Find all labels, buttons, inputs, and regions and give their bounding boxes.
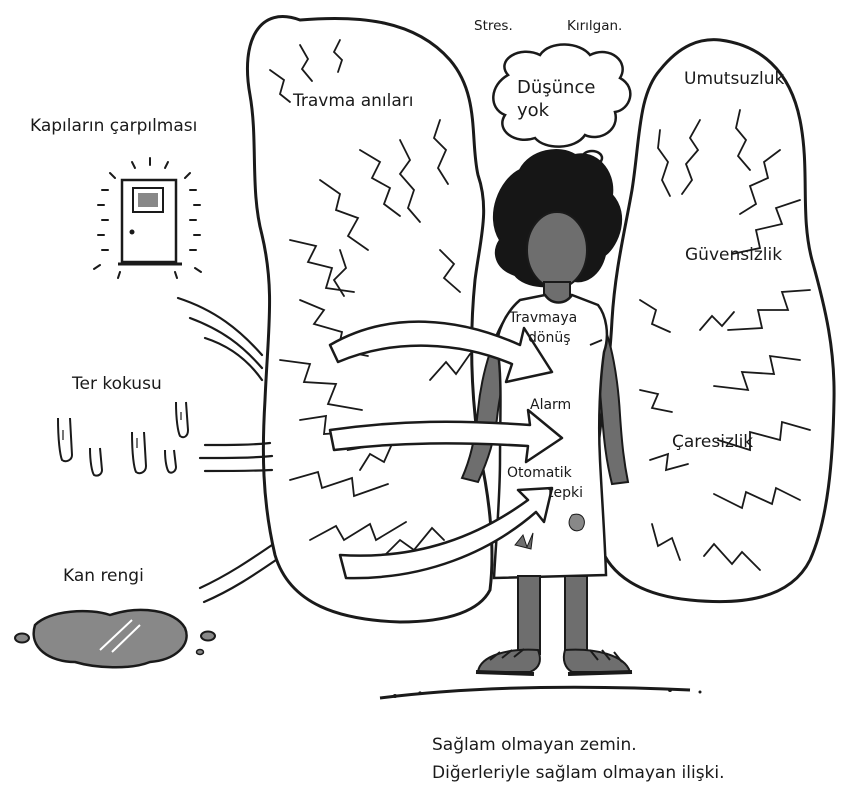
blood-puddle-icon: [15, 610, 215, 667]
label-stres: Stres.: [474, 19, 513, 34]
label-kirilgan: Kırılgan.: [567, 19, 622, 34]
label-otomatik: Otomatik: [507, 466, 572, 481]
label-travma-anilari: Travma anıları: [293, 92, 414, 111]
person-right-leg: [565, 576, 587, 654]
label-ter-kokusu: Ter kokusu: [72, 375, 162, 394]
label-kan-rengi: Kan rengi: [63, 567, 144, 586]
ground-line: [380, 687, 690, 698]
label-umutsuzluk: Umutsuzluk: [684, 70, 784, 89]
label-travmaya: Travmaya: [509, 311, 577, 326]
right-wing: [594, 40, 834, 602]
label-donus: dönüş: [528, 331, 571, 346]
stimulus-lines: [178, 298, 276, 602]
label-guvensizlik: Güvensizlik: [685, 246, 782, 265]
door-icon: [94, 158, 201, 278]
sweat-drops-icon: [58, 402, 188, 476]
label-tepki: tepki: [548, 486, 583, 501]
caption-line-2: Diğerleriyle sağlam olmayan ilişki.: [432, 760, 725, 787]
caption-line-1: Sağlam olmayan zemin.: [432, 732, 637, 759]
label-caresizlik: Çaresizlik: [672, 433, 753, 452]
person-face: [527, 212, 587, 288]
label-alarm: Alarm: [530, 398, 571, 413]
person-left-leg: [518, 576, 540, 654]
label-kapilarin-carpilmasi: Kapıların çarpılması: [30, 117, 197, 136]
label-dusunce-yok: Düşünce yok: [517, 77, 617, 122]
